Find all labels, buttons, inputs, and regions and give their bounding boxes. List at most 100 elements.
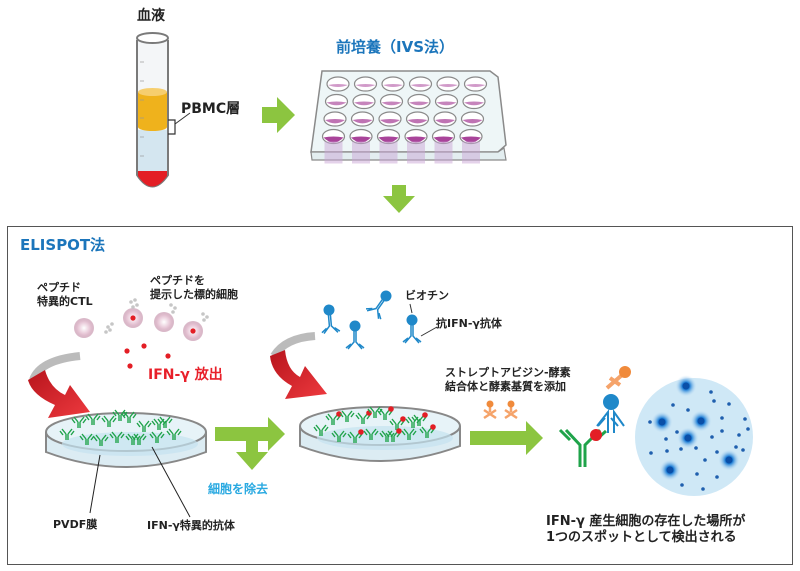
ctl-label: ペプチド 特異的CTL (37, 281, 93, 308)
well (349, 128, 373, 164)
well (376, 128, 401, 164)
well (463, 76, 488, 92)
antibody (136, 420, 152, 432)
biotin-antibody (365, 290, 392, 320)
antibody (149, 431, 165, 443)
well (378, 111, 402, 127)
pvdf-dish-2 (299, 406, 461, 462)
spot (677, 427, 699, 449)
small-spot (648, 420, 652, 424)
spot (690, 410, 712, 432)
anti-ifn-pointer (420, 326, 438, 337)
antibody (79, 433, 95, 445)
well (460, 111, 485, 127)
result-text: IFN-γ 産生細胞の存在した場所が 1つのスポットとして検出される (546, 514, 746, 546)
well (408, 76, 433, 92)
remove-cells-label: 細胞を除去 (208, 482, 269, 496)
anti-ifn-label: 抗IFN-γ抗体 (436, 317, 502, 330)
well (431, 128, 456, 164)
small-spot (664, 437, 668, 441)
sandwich-complex (558, 366, 631, 467)
biotin-antibody (345, 320, 365, 350)
antibody (363, 428, 379, 440)
elispot-title: ELISPOT法 (20, 236, 106, 254)
arrow-right-1 (262, 97, 295, 133)
antibody (93, 434, 109, 446)
well (324, 93, 349, 110)
well (407, 93, 431, 110)
small-spot (679, 447, 683, 451)
well (462, 93, 486, 110)
antibody (71, 416, 87, 428)
arrow-down-1 (383, 185, 415, 213)
biotin-antibody (321, 304, 341, 334)
remove-cells-arrow (215, 417, 285, 470)
antibody (347, 429, 364, 443)
biotin-pointer (409, 303, 413, 314)
antibody (385, 428, 402, 442)
well (353, 76, 378, 92)
small-spot (727, 402, 731, 406)
small-spot (709, 390, 713, 394)
pvdf-label: PVDF膜 (53, 518, 98, 531)
target-cell (154, 312, 174, 332)
well (433, 111, 457, 127)
small-spot (686, 408, 690, 412)
well (436, 76, 460, 92)
well (323, 111, 347, 127)
antibody (389, 416, 406, 430)
antibody (411, 412, 428, 426)
small-spot (710, 435, 714, 439)
red-curved-arrow-1 (28, 352, 90, 418)
well (459, 128, 483, 164)
small-spot (665, 449, 669, 453)
red-curved-arrow-2 (270, 332, 327, 399)
small-spot (715, 450, 719, 454)
antibody (325, 411, 342, 425)
well (321, 128, 346, 164)
well (352, 93, 376, 110)
small-spot (720, 429, 724, 433)
small-spot (720, 416, 724, 420)
elispot-result-well (635, 375, 753, 496)
small-spot (715, 475, 719, 479)
spot (659, 459, 681, 481)
well (404, 128, 428, 164)
small-spot (694, 446, 698, 450)
well (379, 93, 404, 110)
small-spot (737, 433, 741, 437)
blood-label: 血液 (137, 8, 165, 24)
antibody (401, 428, 417, 440)
small-spot (703, 458, 707, 462)
well (326, 76, 350, 92)
pbmc-layer-label: PBMC層 (181, 101, 241, 117)
antibody (313, 424, 329, 436)
spot (718, 449, 740, 471)
biotin-antibody (402, 314, 422, 344)
pvdf-dish-1 (45, 409, 207, 468)
ifn-gamma-dots (124, 343, 171, 369)
ifn-release-label: IFN-γ 放出 (148, 367, 223, 383)
small-spot (695, 472, 699, 476)
well-plate (310, 70, 507, 164)
elispot-panel (7, 226, 793, 565)
antibody (377, 406, 394, 420)
biotin-label: ビオチン (405, 289, 449, 302)
antibody (121, 411, 137, 423)
small-spot (743, 417, 747, 421)
streptavidin-label: ストレプトアビジン-酵素 結合体と酵素基質を添加 (445, 366, 571, 393)
antibody (109, 431, 125, 443)
antibody (339, 410, 355, 422)
small-spot (701, 487, 705, 491)
antibody (151, 418, 167, 430)
spot (651, 411, 673, 433)
ivs-title: 前培養（IVS法） (336, 38, 454, 56)
small-spot (741, 448, 745, 452)
small-spot (680, 483, 684, 487)
arrow-right-3 (470, 421, 543, 455)
small-spot (649, 451, 653, 455)
antibody (166, 428, 182, 440)
well (405, 111, 430, 127)
antibody (85, 413, 101, 425)
